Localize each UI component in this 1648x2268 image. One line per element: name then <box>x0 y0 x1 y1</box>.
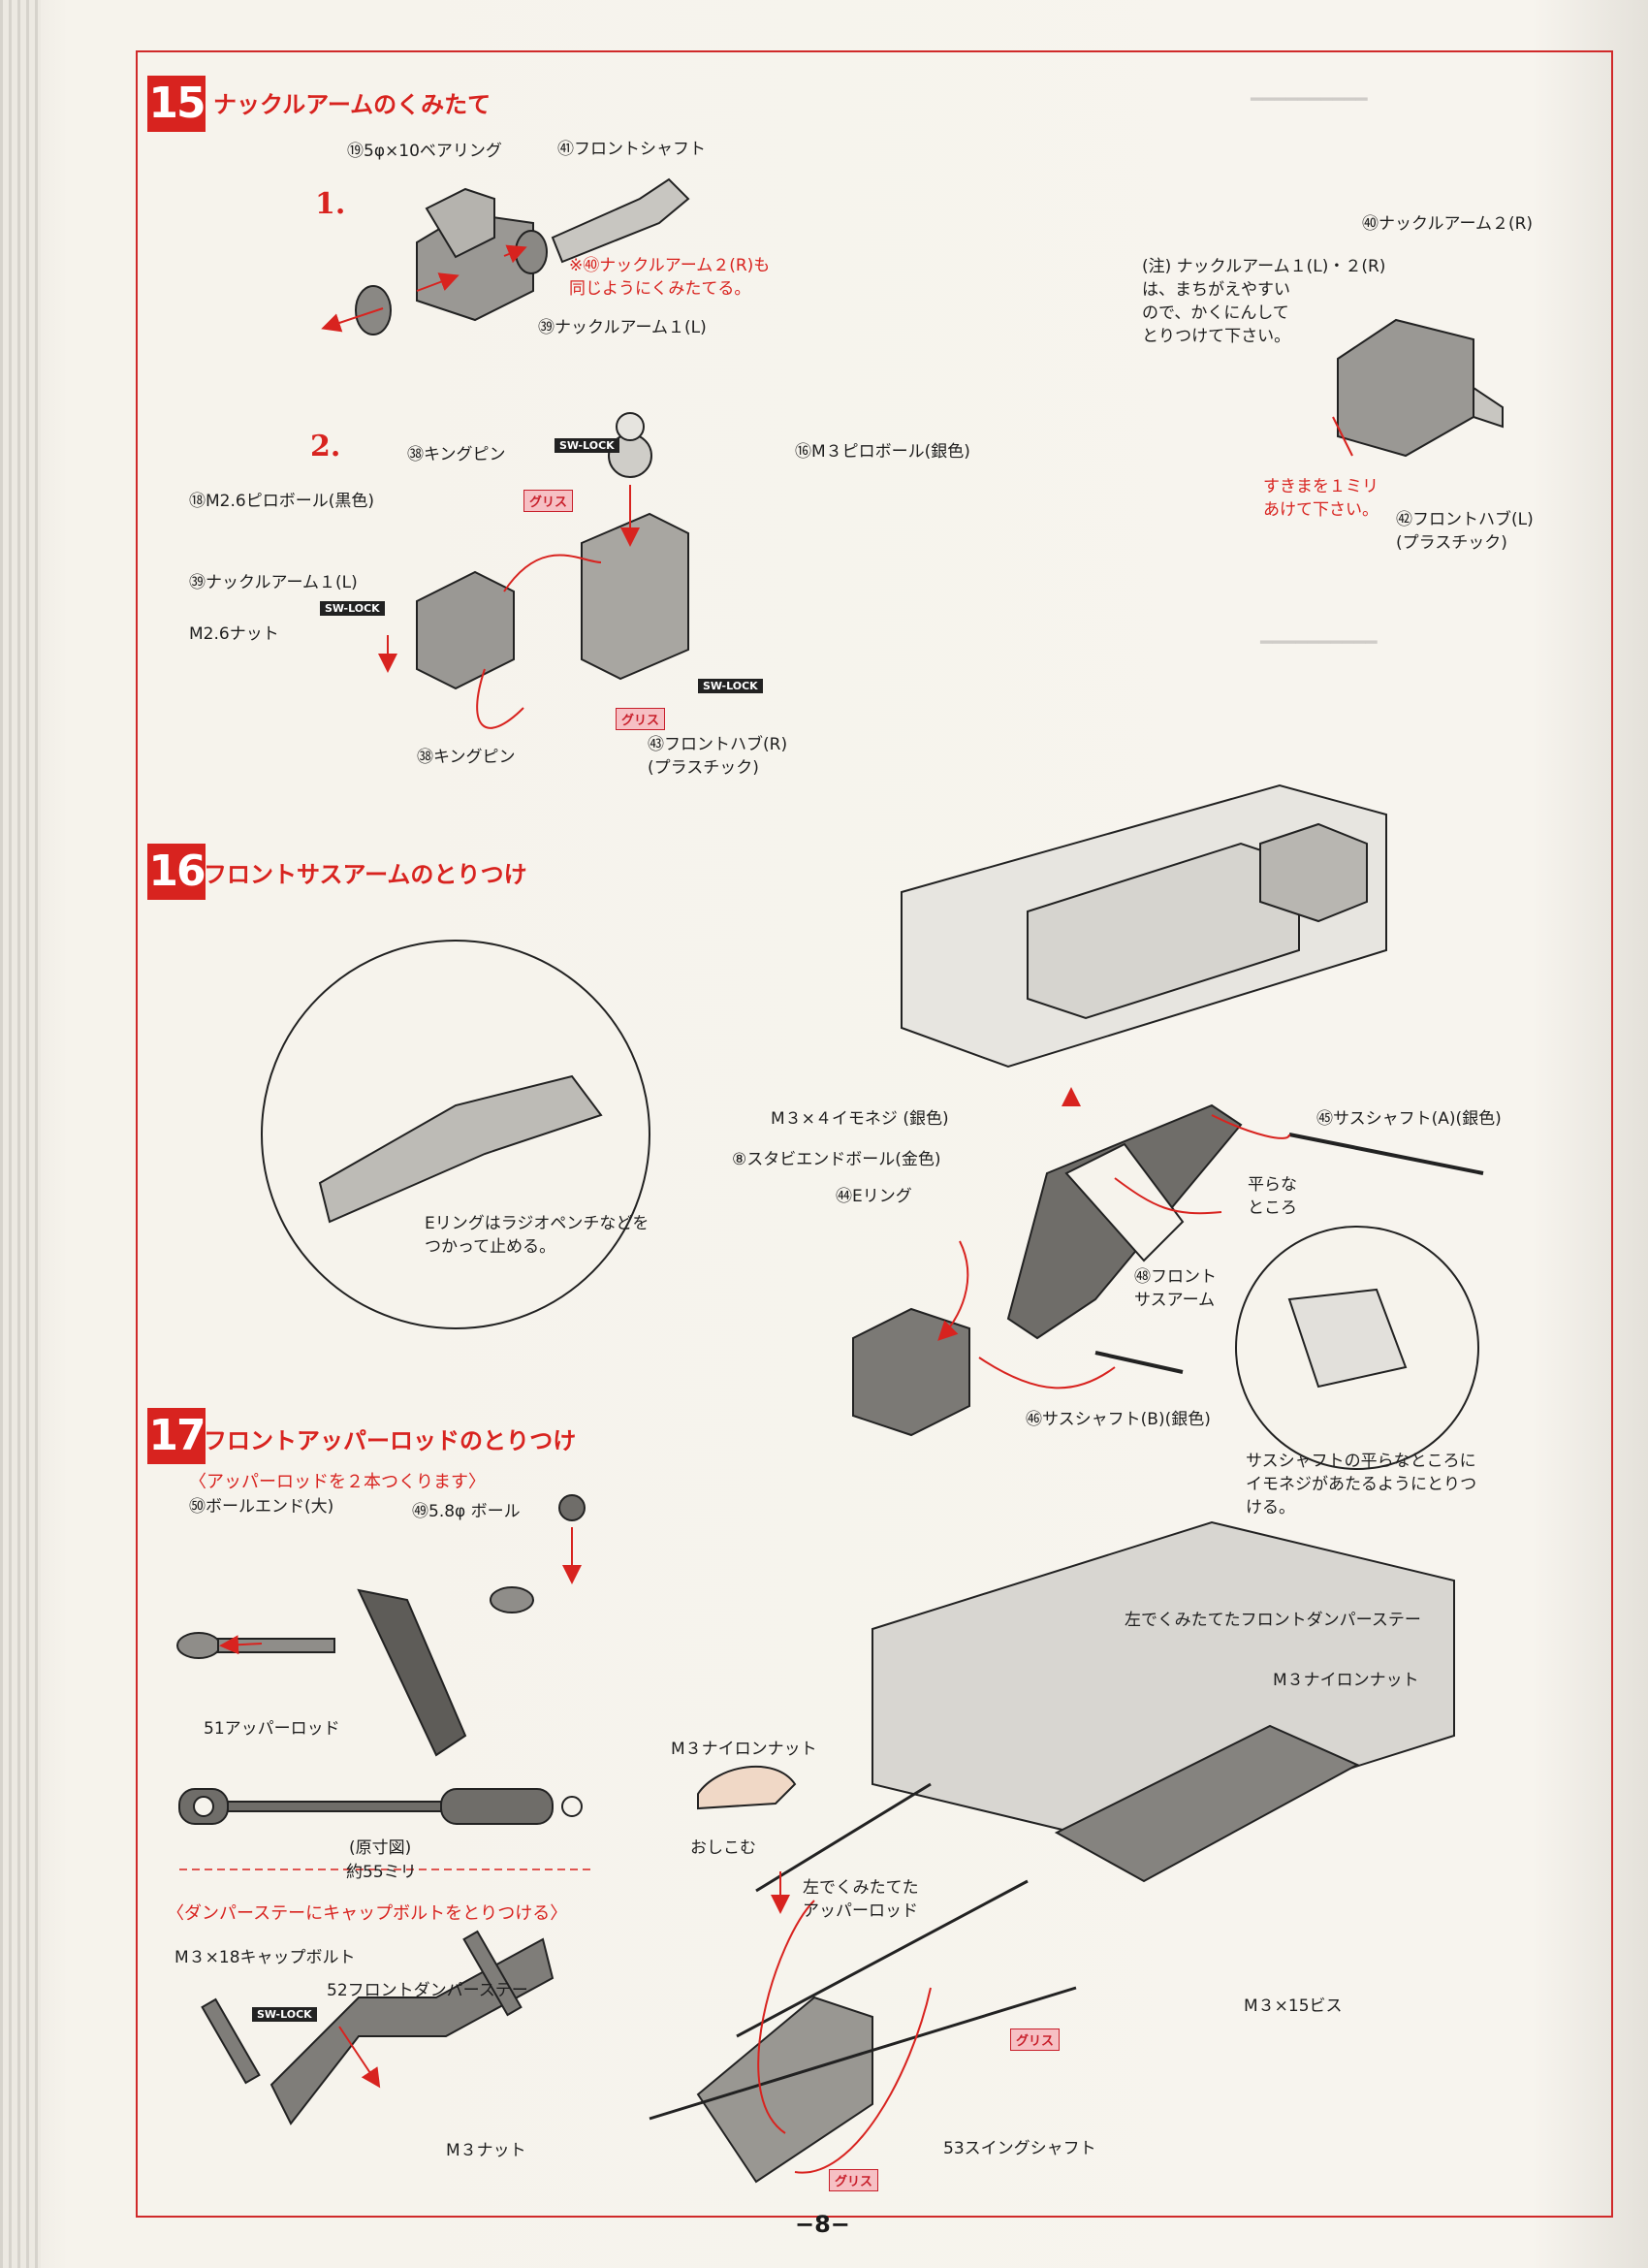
page-frame <box>136 50 1613 2218</box>
label-pillow-ball-m3: ⑯M３ピロボール(銀色) <box>795 442 970 462</box>
binding-edge <box>0 0 41 2268</box>
label-flat-part: 平らな ところ <box>1248 1175 1297 1218</box>
step-17-heading-rods: 〈アッパーロッドを２本つくります〉 <box>189 1472 486 1492</box>
note-gap-1mm: すきまを１ミリ あけて下さい。 <box>1263 477 1379 520</box>
label-e-ring: ㊹Eリング <box>836 1187 912 1206</box>
knuckle-arm-drawing <box>355 177 690 335</box>
label-nylon-nut-2: M３ナイロンナット <box>671 1740 817 1759</box>
label-knuckle-arm-l-1: ㊴ナックルアーム１(L) <box>538 318 707 337</box>
actual-size-rod <box>178 1788 583 1825</box>
label-nut-m26: M2.6ナット <box>189 624 279 644</box>
note-e-ring: Eリングはラジオペンチなどを つかって止める。 <box>425 1214 650 1257</box>
step-15-sub-2: 2. <box>310 430 341 463</box>
step-15-number: 15 <box>147 76 206 132</box>
step-17-number: 17 <box>147 1408 206 1464</box>
label-screw-m3x15: M３×15ビス <box>1244 1996 1343 2016</box>
note-knuckle-r-same: ※㊵ナックルアーム２(R)も 同じようにくみたてる。 <box>569 256 771 299</box>
step-16-title: フロントサスアームのとりつけ <box>204 861 527 888</box>
label-sus-shaft-b: ㊻サスシャフト(B)(銀色) <box>1026 1410 1211 1429</box>
step-15-title: ナックルアームのくみたて <box>213 91 491 118</box>
label-left-damper-stay: 左でくみたてたフロントダンパーステー <box>1125 1611 1421 1630</box>
label-king-pin-bottom: ㊳キングピン <box>417 748 516 767</box>
knuckle-arm-r-drawing <box>1337 318 1504 458</box>
label-stabi-end-ball: ⑧スタビエンドボール(金色) <box>732 1150 941 1169</box>
grease-tag: グリス <box>523 490 574 512</box>
label-king-pin-top: ㊳キングピン <box>407 445 506 464</box>
label-front-hub-r: ㊸フロントハブ(R) (プラスチック) <box>648 735 788 778</box>
sw-lock-tag: SW-LOCK <box>555 438 619 453</box>
label-pillow-ball-m26: ⑱M2.6ピロボール(黒色) <box>189 492 374 511</box>
label-ball: ㊾5.8φ ボール <box>412 1502 521 1521</box>
label-length-55mm: 約55ミリ <box>346 1863 417 1882</box>
note-flat-part: サスシャフトの平らなところに イモネジがあたるようにとりつ ける。 <box>1246 1452 1477 1517</box>
bleed-through-mark: ━━━━━━━━━━ <box>1260 630 1378 654</box>
label-cap-bolt: M３×18キャップボルト <box>174 1948 356 1967</box>
upper-rod-drawing <box>176 1494 586 1757</box>
label-upper-rod: 51アッパーロッド <box>204 1719 340 1739</box>
sw-lock-tag: SW-LOCK <box>698 679 763 693</box>
label-front-hub-l: ㊷フロントハブ(L) (プラスチック) <box>1396 510 1534 553</box>
front-sus-arm-drawing <box>1006 1103 1243 1340</box>
step-15-sub-1: 1. <box>315 187 346 221</box>
final-assembly-drawing <box>696 1520 1455 2184</box>
step-16-number: 16 <box>147 844 206 900</box>
chassis-drawing <box>901 783 1387 1069</box>
label-front-damper-stay: 52フロントダンパーステー <box>327 1981 528 2000</box>
label-push-in: おしこむ <box>690 1838 756 1858</box>
label-set-screw: M３×４イモネジ (銀色) <box>771 1109 949 1129</box>
front-hub-drawing <box>416 412 689 690</box>
label-front-shaft: ㊶フロントシャフト <box>557 140 706 159</box>
label-m3-nut: M３ナット <box>446 2141 526 2160</box>
damper-stay-drawing <box>201 1930 555 2125</box>
finger-drawing <box>697 1765 797 1810</box>
label-front-sus-arm: ㊽フロント サスアーム <box>1134 1267 1217 1310</box>
step-17-heading-cap-bolt: 〈ダンパーステーにキャップボルトをとりつける〉 <box>167 1903 568 1924</box>
sw-lock-tag: SW-LOCK <box>320 601 385 616</box>
note-caution-l-r: (注) ナックルアーム１(L)・２(R) は、まちがえやすい ので、かくにんして… <box>1142 257 1386 346</box>
label-actual-size: (原寸図) <box>349 1838 412 1858</box>
label-bearing: ⑲5φ×10ベアリング <box>347 142 502 161</box>
label-left-upper-rod: 左でくみたてた アッパーロッド <box>803 1878 919 1921</box>
label-swing-shaft: 53スイングシャフト <box>943 2139 1096 2158</box>
grease-tag: グリス <box>616 708 666 730</box>
label-sus-shaft-a: ㊺サスシャフト(A)(銀色) <box>1316 1109 1502 1129</box>
label-knuckle-arm-l-2: ㊴ナックルアーム１(L) <box>189 573 358 592</box>
page-number: −8− <box>795 2211 850 2238</box>
grease-tag: グリス <box>1010 2028 1061 2051</box>
label-nylon-nut-1: M３ナイロンナット <box>1273 1671 1419 1690</box>
label-knuckle-arm-r: ㊵ナックルアーム２(R) <box>1362 214 1534 234</box>
sw-lock-tag: SW-LOCK <box>252 2007 317 2022</box>
label-ball-end: ㊿ボールエンド(大) <box>189 1497 334 1517</box>
grease-tag: グリス <box>829 2169 879 2191</box>
step-17-title: フロントアッパーロッドのとりつけ <box>204 1427 577 1454</box>
bleed-through-mark: ━━━━━━━━━━ <box>1251 87 1368 111</box>
hub-assembly-drawing <box>852 1307 970 1437</box>
